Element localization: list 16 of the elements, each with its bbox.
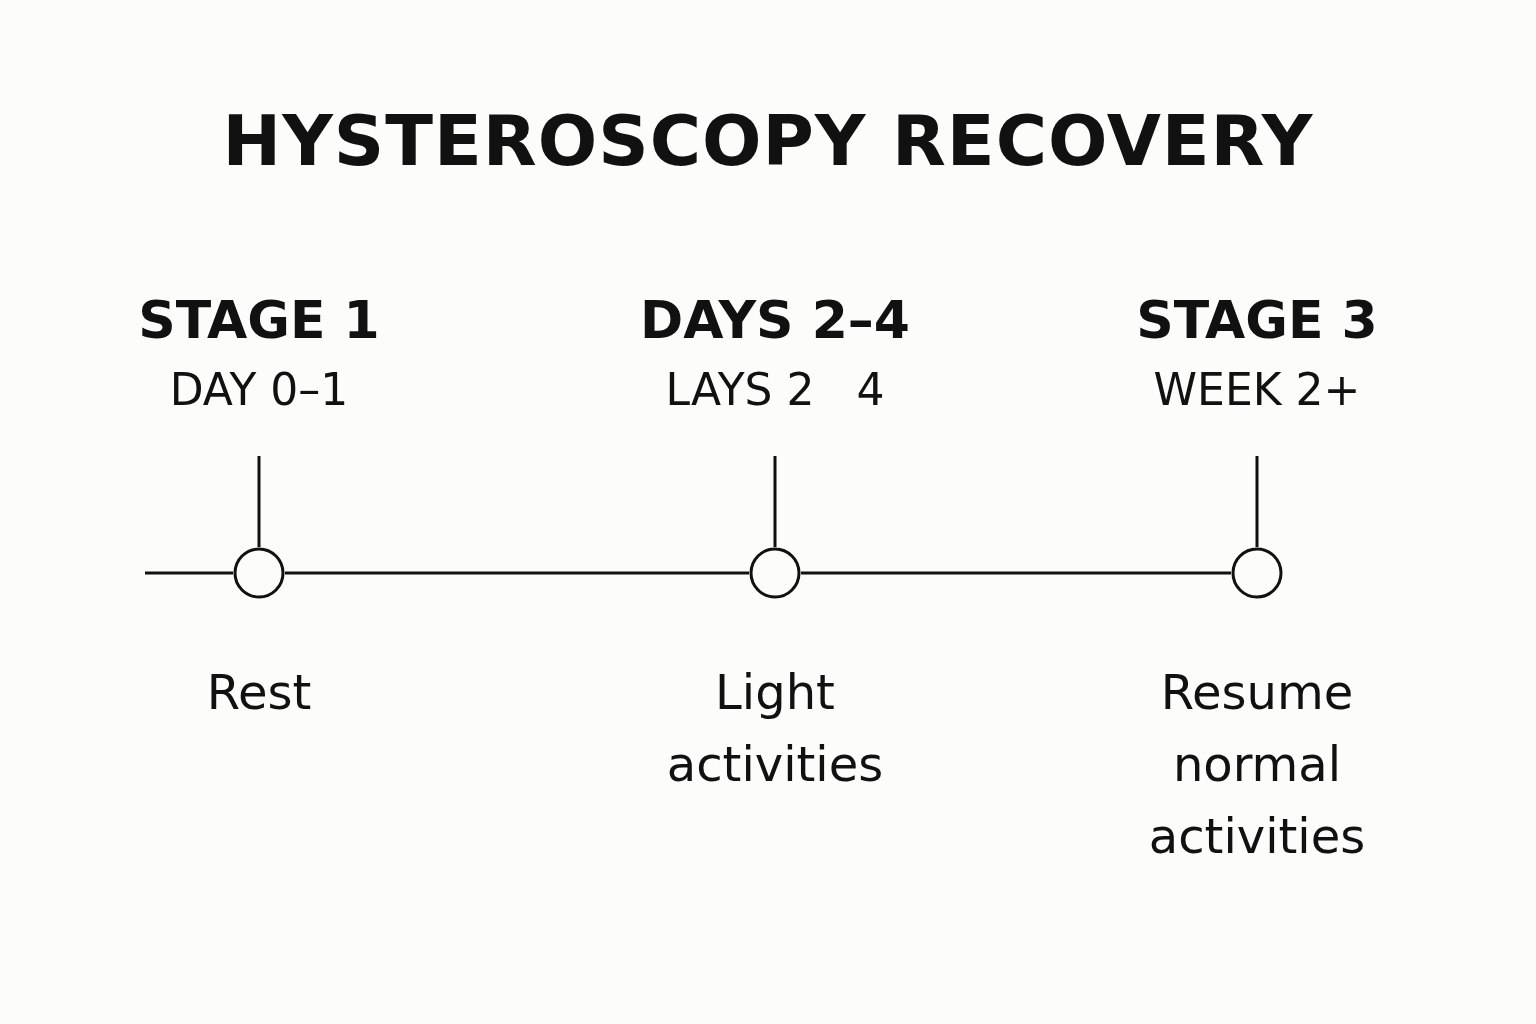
title: HYSTEROSCOPY RECOVERY [221, 100, 1315, 182]
activity-text: Light activities [665, 663, 885, 794]
timeline-line [145, 571, 233, 575]
time-period: DAY 0–1 [168, 363, 350, 417]
stage-heading: STAGE 3 [1135, 289, 1379, 352]
stage-heading: STAGE 1 [137, 289, 381, 352]
connector-line [257, 456, 261, 547]
connector-line [1255, 456, 1259, 547]
timeline-line [801, 571, 1231, 575]
activity-text: Rest [205, 663, 313, 722]
stage-heading: DAYS 2–4 [639, 289, 911, 352]
time-period: WEEK 2+ [1152, 363, 1362, 417]
time-period: LAYS 2 4 [664, 363, 886, 417]
activity-text: Resume normal activities [1147, 663, 1367, 866]
timeline-line [285, 571, 749, 575]
connector-line [773, 456, 777, 547]
